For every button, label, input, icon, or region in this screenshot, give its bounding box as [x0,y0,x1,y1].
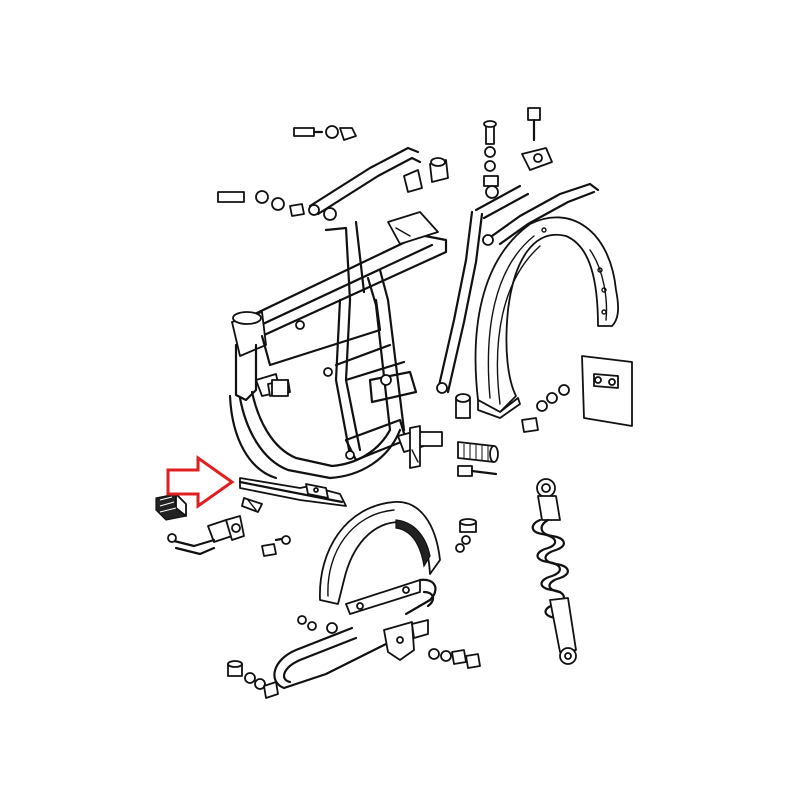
front-fender [319,501,441,616]
brake-rod [238,477,347,507]
frame-hardware [271,379,499,477]
bolt-set-top-right [483,107,553,199]
brake-pedal-linkage [167,497,291,557]
fender-stays [308,146,600,394]
license-plate-bracket [521,355,633,433]
bolt-set-mid-left [217,190,305,217]
bolt-set-bottom-left [227,660,279,699]
bolt-set-top-left [293,125,357,141]
rear-carrier-loop [273,615,429,690]
footrest-rubber [155,493,187,521]
bolt-set-bottom-right [428,518,481,669]
right-arrow-outline-icon [166,455,235,509]
rear-shock-absorber [531,478,577,665]
rear-fender [474,216,619,419]
